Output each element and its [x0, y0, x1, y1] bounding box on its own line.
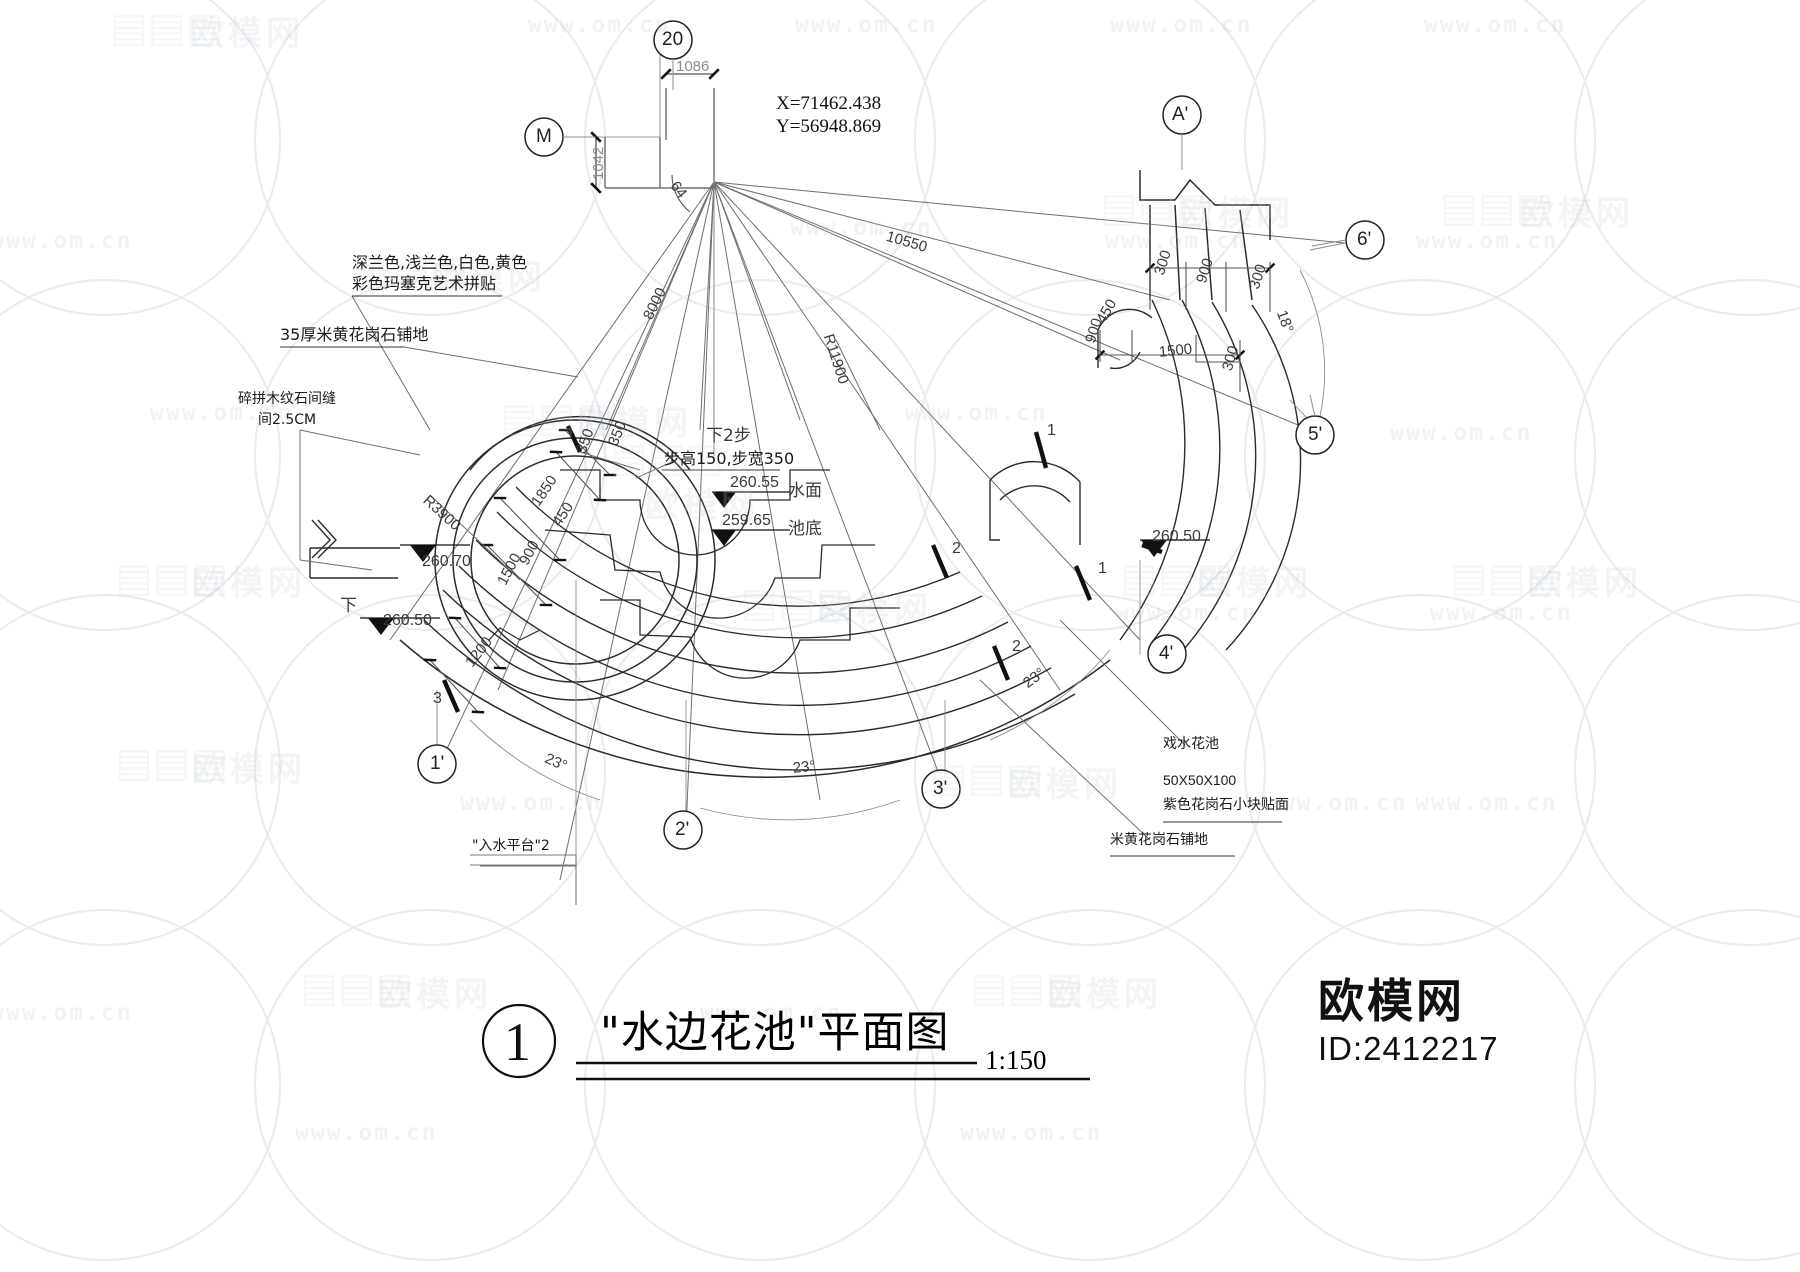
brand-id-text: ID:2412217	[1318, 1030, 1499, 1067]
section-mark-3: 3	[433, 690, 442, 707]
coordinate-x: X=71462.438	[776, 93, 882, 114]
grid-bubble-a-prime: A'	[1172, 104, 1189, 125]
dim-angle-23-b: 23°	[792, 757, 817, 777]
grid-bubble-2-prime: 2'	[675, 819, 690, 840]
elevation-260-50-left: 260.50	[383, 612, 432, 629]
grid-bubble-6-prime: 6'	[1357, 229, 1372, 250]
section-mark-2-left: 2	[952, 540, 961, 557]
page-title: "水边花池"平面图	[600, 1008, 950, 1058]
brand-id: ID:2412217	[1318, 1030, 1499, 1068]
grid-bubble-4-prime: 4'	[1159, 643, 1174, 664]
dim-1500-a: 1500	[1158, 340, 1193, 361]
elevation-water-surface-label: 下2步	[706, 426, 751, 446]
grid-bubble-1-prime: 1'	[430, 753, 445, 774]
grid-bubble-m: M	[536, 126, 552, 147]
down-arrow-label: 下	[340, 596, 357, 616]
elevation-water-label: 水面	[788, 481, 822, 501]
annotation-granite-paving: 35厚米黄花岗石铺地	[280, 325, 429, 344]
annotation-mosaic-line1: 深兰色,浅兰色,白色,黄色	[352, 253, 528, 272]
coordinate-y: Y=56948.869	[776, 116, 882, 137]
grid-bubble-20: 20	[662, 29, 684, 50]
grid-bubble-3-prime: 3'	[933, 778, 948, 799]
brand-logo: 欧模网	[1318, 965, 1465, 1031]
section-mark-2-right: 2	[1012, 638, 1021, 655]
annotation-pool-spec-finish: 紫色花岗石小块贴面	[1163, 797, 1289, 813]
drawing-scale: 1:150	[985, 1045, 1047, 1075]
elevation-water-surface: 260.55	[730, 474, 779, 491]
elevation-pool-bottom: 259.65	[722, 512, 771, 529]
elevation-pool-bottom-label: 池底	[788, 519, 822, 539]
dim-1042: 1042	[590, 146, 607, 180]
elevation-260-50-right: 260.50	[1152, 528, 1201, 545]
elevation-260-70: 260.70	[422, 553, 471, 570]
annotation-pool-spec-size: 50X50X100	[1163, 772, 1237, 788]
annotation-pool-name: 戏水花池	[1163, 736, 1219, 752]
detail-number: 1	[504, 1012, 531, 1072]
annotation-paving-bottom: 米黄花岗石铺地	[1110, 832, 1208, 848]
annotation-wood-stone-line1: 碎拼木纹石间缝	[238, 391, 336, 407]
grid-bubble-5-prime: 5'	[1308, 424, 1323, 445]
brand-logo-text: 欧模网	[1318, 974, 1465, 1028]
annotation-steps-spec: 步高150,步宽350	[664, 449, 795, 468]
annotation-mosaic-line2: 彩色玛塞克艺术拼贴	[352, 274, 497, 293]
dim-1086: 1086	[676, 58, 710, 75]
annotation-wood-stone-line2: 间2.5CM	[258, 412, 317, 428]
section-mark-1-left: 1	[1047, 422, 1056, 439]
annotation-water-platform: "入水平台"2	[472, 838, 550, 854]
section-mark-1-right: 1	[1098, 560, 1107, 577]
